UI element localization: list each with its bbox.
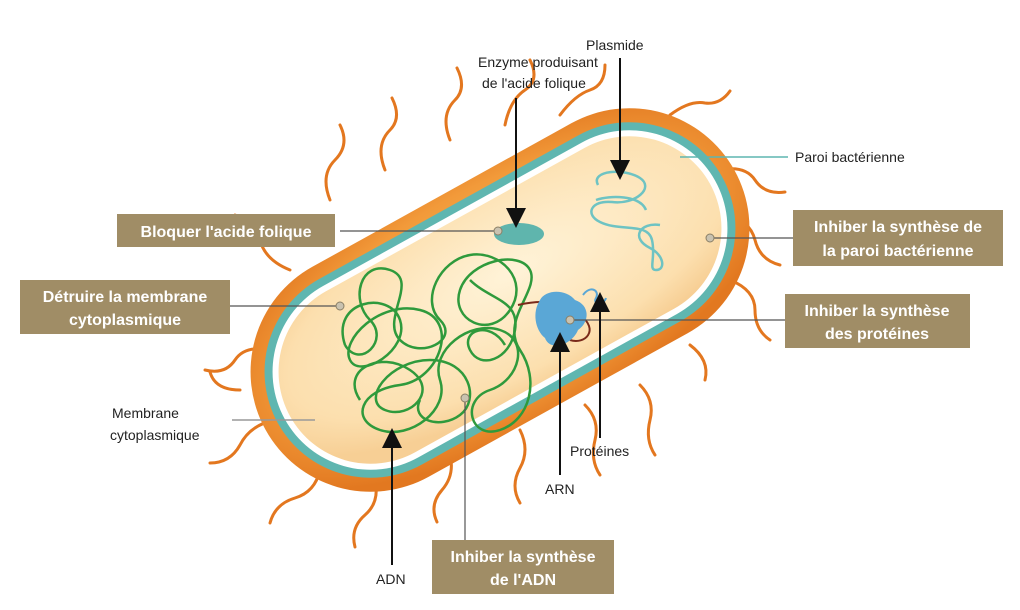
membrane-label-2: cytoplasmique <box>110 427 200 443</box>
action-paroi-text: Inhiber la synthèse de <box>814 219 982 236</box>
arn-label: ARN <box>545 481 575 497</box>
action-paroi: Inhiber la synthèse de la paroi bactérie… <box>793 210 1003 266</box>
plasmide-label: Plasmide <box>586 37 644 53</box>
action-proteines: Inhiber la synthèse des protéines <box>785 294 970 348</box>
membrane-label: Membrane <box>112 405 179 421</box>
action-detruire-text-2: cytoplasmique <box>69 312 181 329</box>
action-adn: Inhiber la synthèse de l'ADN <box>432 540 614 594</box>
action-detruire: Détruire la membrane cytoplasmique <box>20 280 230 334</box>
proteines-label: Protéines <box>570 443 629 459</box>
action-bloquer: Bloquer l'acide folique <box>117 214 335 247</box>
enzyme-shape <box>494 223 544 245</box>
action-proteines-text: Inhiber la synthèse <box>805 303 950 320</box>
action-proteines-text-2: des protéines <box>825 326 929 343</box>
enzyme-label-2: de l'acide folique <box>482 75 586 91</box>
action-detruire-text: Détruire la membrane <box>43 289 208 306</box>
action-adn-text-2: de l'ADN <box>490 572 556 589</box>
action-adn-text: Inhiber la synthèse <box>451 549 596 566</box>
action-paroi-text-2: la paroi bactérienne <box>822 243 973 260</box>
action-bloquer-text: Bloquer l'acide folique <box>141 224 312 241</box>
enzyme-label: Enzyme produisant <box>478 54 598 70</box>
adn-label: ADN <box>376 571 406 587</box>
paroi-label: Paroi bactérienne <box>795 149 905 165</box>
